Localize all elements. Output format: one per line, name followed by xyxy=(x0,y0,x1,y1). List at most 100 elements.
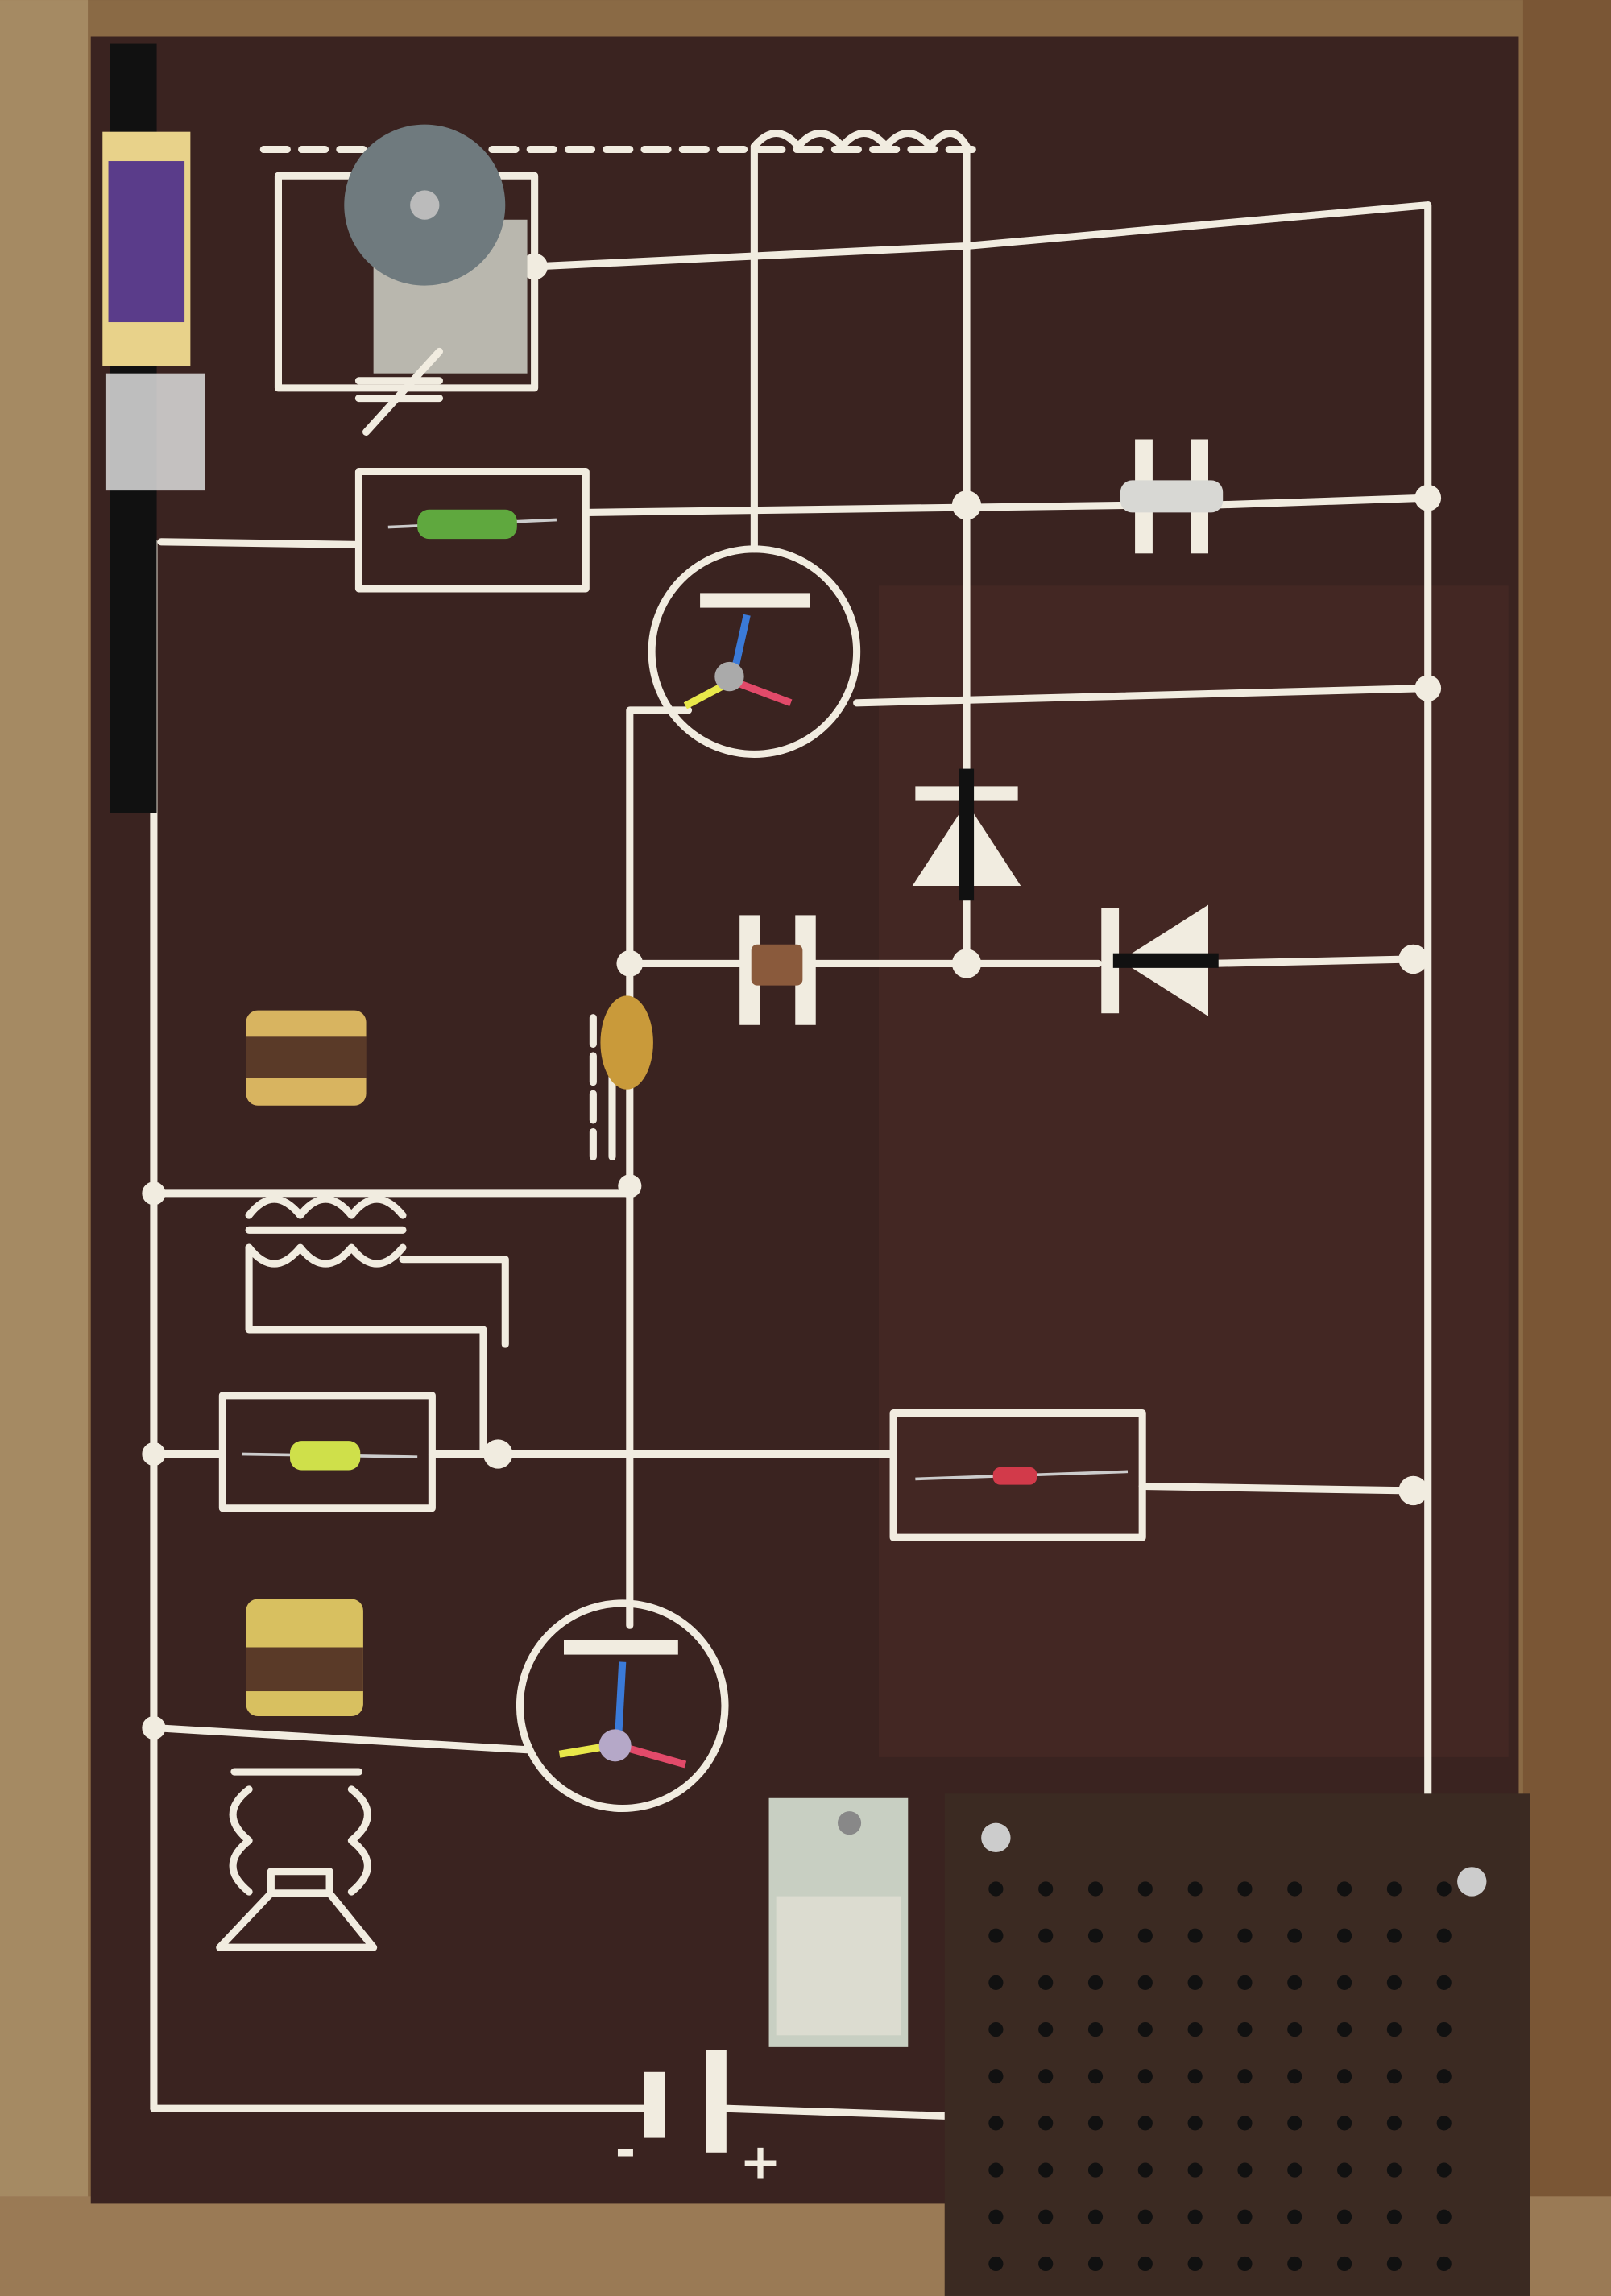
grill-hole xyxy=(1436,2162,1452,2178)
grill-hole xyxy=(1187,2021,1203,2037)
grill-hole xyxy=(1386,2116,1402,2131)
grill-hole xyxy=(1287,1881,1302,1897)
speaker-icon xyxy=(216,1768,378,1951)
grill-hole xyxy=(1337,2021,1352,2037)
grill-hole xyxy=(1237,2116,1253,2131)
grill-hole xyxy=(1337,1975,1352,1990)
grill-hole xyxy=(988,2021,1004,2037)
capacitor-icon xyxy=(739,915,816,1025)
grill-hole xyxy=(1137,2116,1153,2131)
grill-hole xyxy=(1237,2021,1253,2037)
grill-hole xyxy=(1137,2162,1153,2178)
grill-hole xyxy=(1386,2209,1402,2224)
grill-hole xyxy=(1386,2069,1402,2084)
grill-hole xyxy=(988,2162,1004,2178)
grill-hole xyxy=(1337,2069,1352,2084)
grill-hole xyxy=(1237,2209,1253,2224)
grill-hole xyxy=(1287,2256,1302,2272)
grill-hole xyxy=(1287,2069,1302,2084)
tuning-capacitor-icon xyxy=(344,124,528,436)
grill-hole xyxy=(1087,2162,1104,2178)
grill-hole xyxy=(1436,2069,1452,2084)
grill-hole xyxy=(1187,2209,1203,2224)
grill-hole xyxy=(1337,1881,1352,1897)
grill-hole xyxy=(1187,2256,1203,2272)
grill-hole xyxy=(1436,2116,1452,2131)
grill-hole xyxy=(1137,1881,1153,1897)
grill-hole xyxy=(1038,2021,1054,2037)
grill-hole xyxy=(1087,2116,1104,2131)
grill-hole xyxy=(1087,1928,1104,1943)
transistor-icon xyxy=(648,545,861,758)
grill-hole xyxy=(1337,2162,1352,2178)
grill-hole xyxy=(1386,1881,1402,1897)
grill-hole xyxy=(1187,2116,1203,2131)
grill-hole xyxy=(1386,2256,1402,2272)
grill-hole xyxy=(988,2256,1004,2272)
resistor-icon xyxy=(889,1409,1146,1541)
capacitor-icon xyxy=(589,995,653,1160)
grill-hole xyxy=(988,2116,1004,2131)
capacitor-icon xyxy=(1120,439,1224,554)
grill-hole xyxy=(1436,2209,1452,2224)
resistor-icon xyxy=(354,467,590,593)
grill-hole xyxy=(1038,2209,1054,2224)
grill-hole xyxy=(1436,2256,1452,2272)
grill-hole xyxy=(1187,1928,1203,1943)
grill-hole xyxy=(1038,2162,1054,2178)
grill-hole xyxy=(1038,1881,1054,1897)
grill-hole xyxy=(1087,2209,1104,2224)
battery-icon: - + xyxy=(615,2050,781,2191)
grill-hole xyxy=(1436,2021,1452,2037)
grill-hole xyxy=(1287,2209,1302,2224)
grill-hole xyxy=(988,2069,1004,2084)
grill-hole xyxy=(1087,2256,1104,2272)
grill-hole xyxy=(1287,2116,1302,2131)
resistor-icon xyxy=(218,1392,436,1512)
grill-hole xyxy=(1237,2069,1253,2084)
grill-hole xyxy=(1137,2209,1153,2224)
grill-hole xyxy=(1137,2069,1153,2084)
grill-hole xyxy=(1187,2069,1203,2084)
grill-hole xyxy=(1436,1975,1452,1990)
transistor-icon xyxy=(516,1599,729,1813)
grill-hole xyxy=(1436,1928,1452,1943)
grill-hole xyxy=(1287,2162,1302,2178)
grill-hole xyxy=(1087,1881,1104,1897)
grill-hole xyxy=(1137,1975,1153,1990)
grill-hole xyxy=(1187,1881,1203,1897)
grill-hole xyxy=(1337,2116,1352,2131)
grill-hole xyxy=(1337,2256,1352,2272)
grill-hole xyxy=(1087,2021,1104,2037)
grill-hole xyxy=(1038,1928,1054,1943)
grill-hole xyxy=(988,2209,1004,2224)
grill-hole xyxy=(1386,1928,1402,1943)
diode-icon xyxy=(912,768,1021,901)
grill-hole xyxy=(1237,1928,1253,1943)
grill-hole xyxy=(1386,2162,1402,2178)
grill-hole xyxy=(1287,1975,1302,1990)
metal-box xyxy=(768,1797,909,2047)
grill-hole xyxy=(1038,2256,1054,2272)
grill-hole xyxy=(1237,1975,1253,1990)
grill-hole xyxy=(1137,2021,1153,2037)
grill-hole xyxy=(988,1928,1004,1943)
grill-hole xyxy=(1386,2021,1402,2037)
diode-icon xyxy=(1101,904,1219,1016)
transformer-icon xyxy=(246,1010,367,1106)
ferrite-antenna-icon xyxy=(102,43,205,813)
grill-hole xyxy=(1237,2256,1253,2272)
grill-hole xyxy=(1237,2162,1253,2178)
grill-hole xyxy=(1436,1881,1452,1897)
transformer-icon xyxy=(246,1599,363,1716)
grill-hole xyxy=(1287,2021,1302,2037)
grill-hole xyxy=(1038,2116,1054,2131)
grill-hole xyxy=(1337,2209,1352,2224)
speaker-grill-icon xyxy=(944,1793,1530,2296)
grill-hole xyxy=(1386,1975,1402,1990)
grill-hole xyxy=(1237,1881,1253,1897)
grill-hole xyxy=(1137,1928,1153,1943)
grill-hole xyxy=(1337,1928,1352,1943)
grill-hole xyxy=(1087,2069,1104,2084)
